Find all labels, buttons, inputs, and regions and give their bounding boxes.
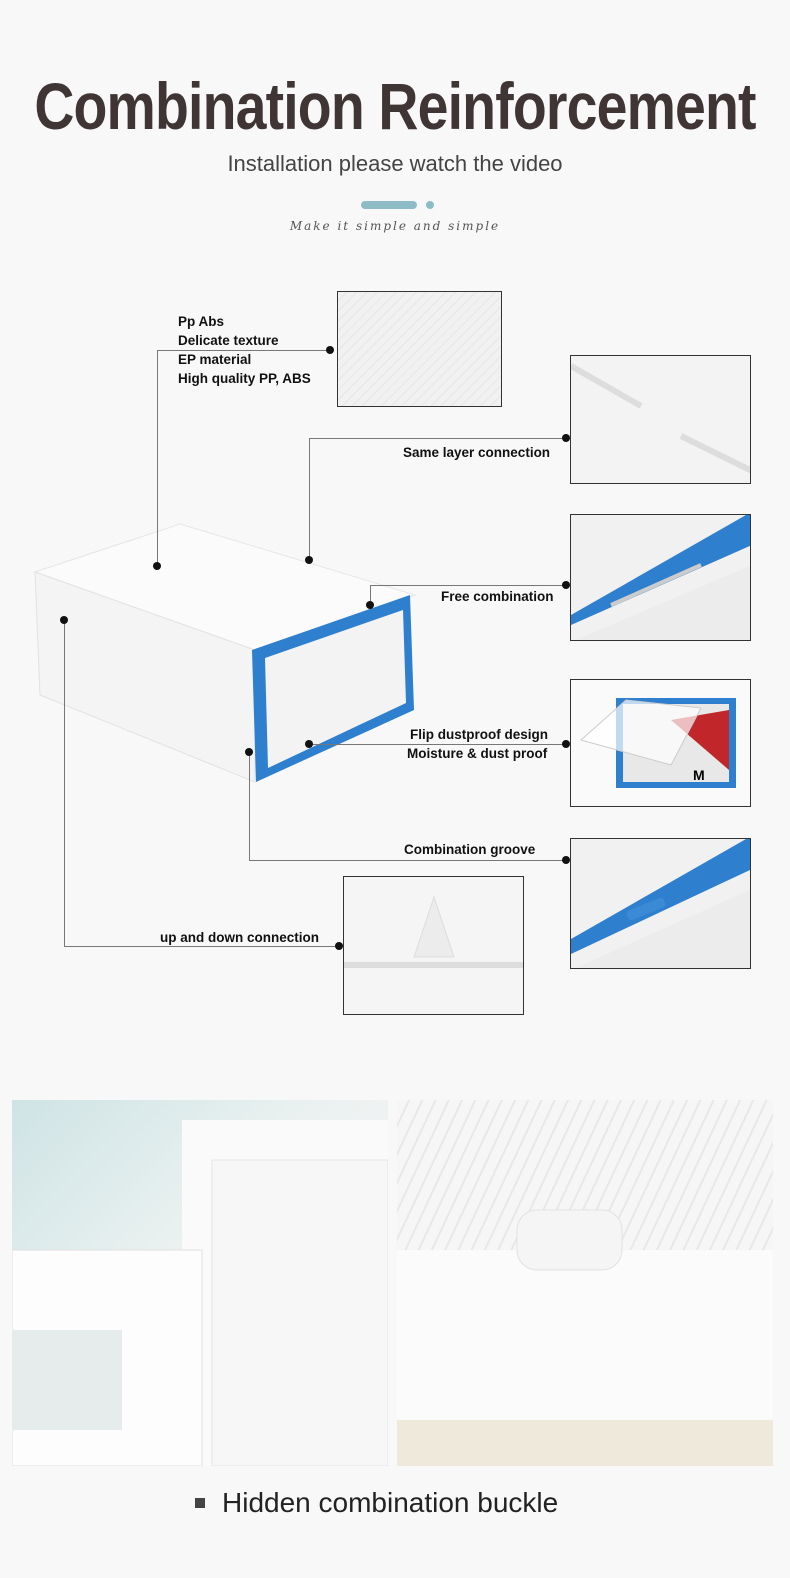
callout-flip-dustproof: Flip dustproof design Moisture & dust pr… [407,725,548,763]
leader-line [370,585,371,605]
callout-dot [305,740,313,748]
tagline: Make it simple and simple [289,219,501,233]
buckle-photo-left [12,1100,388,1466]
callout-dot [562,856,570,864]
flip-dustproof-photo: M [570,679,751,807]
free-combination-photo [570,514,751,641]
size-label: M [693,767,705,783]
callout-text: Flip dustproof design [410,727,548,742]
leader-line [64,620,65,946]
callout-dot [326,346,334,354]
leader-line [64,946,339,947]
leader-line [309,438,566,439]
callout-dot [153,562,161,570]
groove-photo [570,838,751,969]
callout-dot [562,434,570,442]
callout-groove: Combination groove [404,842,536,857]
callout-dot [562,581,570,589]
leader-line [249,752,250,860]
callout-dot [562,740,570,748]
page-title: Combination Reinforcement [34,69,756,143]
leader-line [309,744,566,745]
subtitle: Installation please watch the video [227,151,563,176]
callout-same-layer: Same layer connection [403,445,551,460]
callout-text: EP material [178,352,252,367]
callout-dot [245,748,253,756]
callout-up-down: up and down connection [160,930,319,945]
leader-line [157,350,158,566]
bullet-square-icon [195,1498,205,1508]
shoe-box-illustration [33,523,417,783]
callout-text: Moisture & dust proof [407,746,548,761]
texture-photo [337,291,502,407]
accent-dot [426,201,434,209]
callout-dot [366,601,374,609]
leader-line [370,585,566,586]
leader-line [309,438,310,560]
leader-line [157,350,330,351]
callout-dot [60,616,68,624]
callout-text: High quality PP, ABS [178,371,311,386]
buckle-photo-right [397,1100,773,1466]
callout-text: Pp Abs [178,314,225,329]
callout-free-combination: Free combination [441,589,554,604]
leader-line [249,860,566,861]
callout-dot [335,942,343,950]
up-down-photo [343,876,524,1015]
accent-bar [361,201,417,209]
callout-text: Delicate texture [178,333,279,348]
same-layer-photo [570,355,751,484]
callout-dot [305,556,313,564]
caption: Hidden combination buckle [222,1487,559,1518]
callout-material: Pp Abs Delicate texture EP material High… [178,312,311,388]
